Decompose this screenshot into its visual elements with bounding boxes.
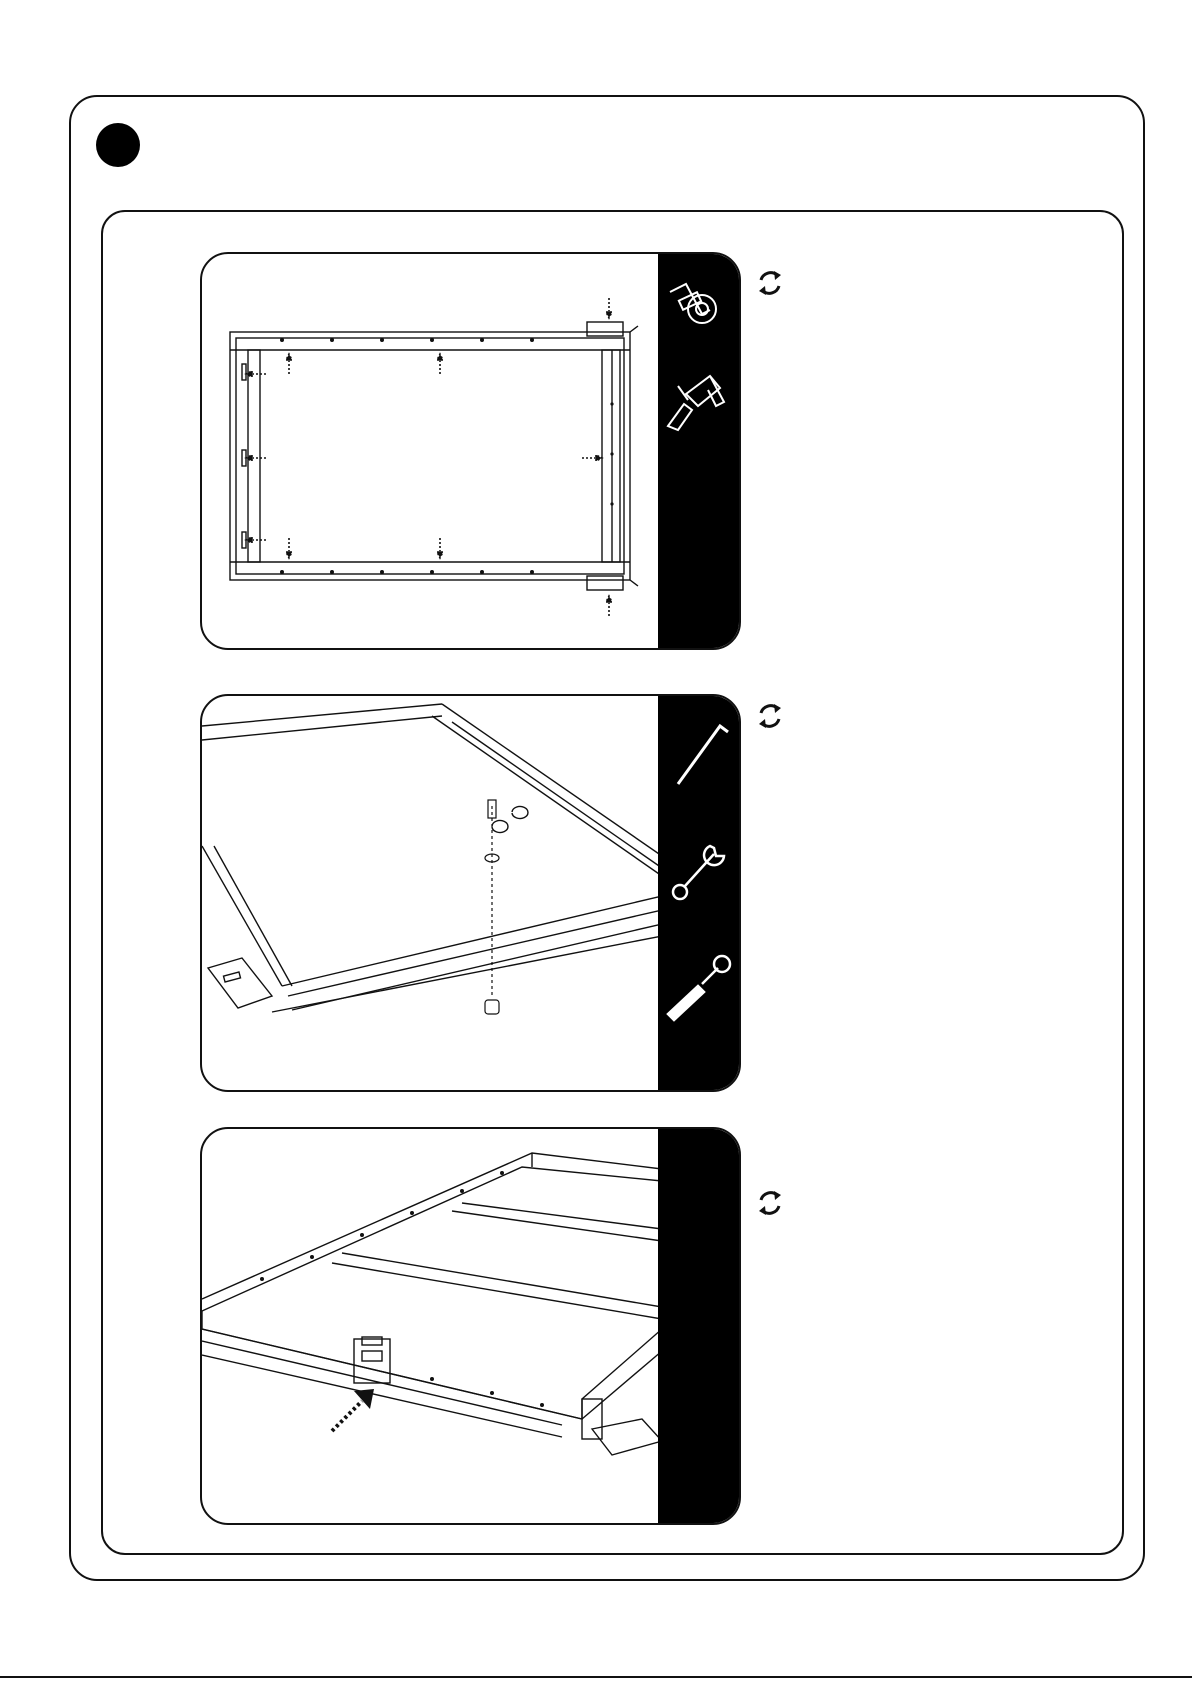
socket-wrench-icon — [668, 956, 730, 1020]
drill-icon — [668, 376, 724, 430]
rotate-icon — [755, 268, 785, 298]
page-bottom-rule — [0, 1676, 1192, 1678]
tool-strip — [658, 254, 739, 648]
panel-top-view — [200, 252, 741, 650]
leveling-foot-drawing — [202, 696, 662, 1092]
rotate-icon — [755, 701, 785, 731]
panel-leveling-foot — [200, 694, 741, 1092]
tool-strip — [658, 1129, 739, 1523]
rotate-icon — [755, 1188, 785, 1218]
frame-top-view-drawing — [202, 254, 662, 650]
step-number-dot — [96, 123, 140, 167]
push-arrow — [332, 1401, 362, 1431]
slide-insertion-drawing — [202, 1129, 662, 1525]
tool-strip — [658, 696, 739, 1090]
hex-key-icon — [678, 726, 728, 784]
tape-measure-icon — [670, 284, 716, 323]
wrench-icon — [673, 846, 724, 899]
panel-slide-insertion — [200, 1127, 741, 1525]
